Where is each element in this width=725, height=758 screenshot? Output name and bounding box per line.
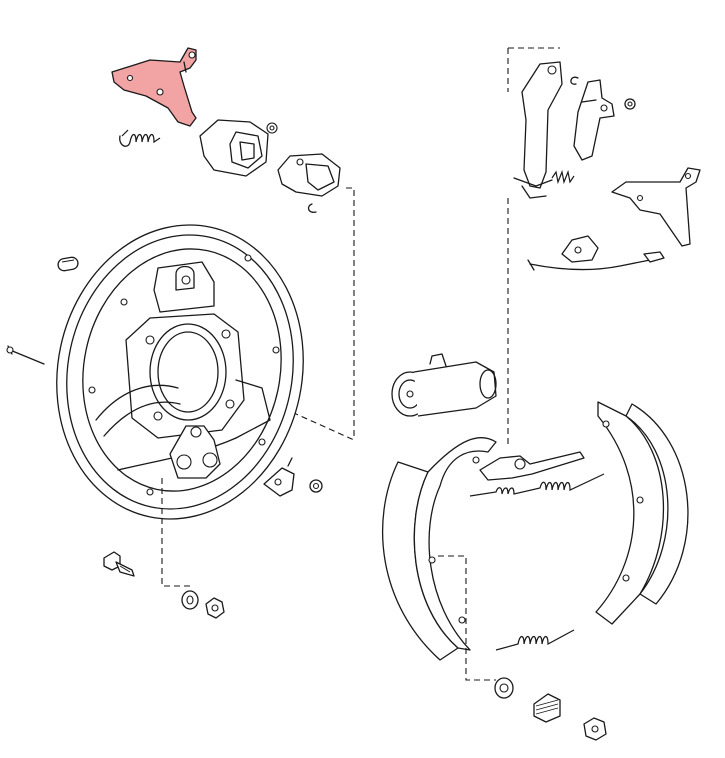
leader-line-shoe [438, 555, 496, 681]
shoe-adjuster [479, 451, 585, 481]
parking-brake-lever[interactable] [111, 47, 197, 127]
adjuster-housing [199, 119, 278, 177]
lever-body [111, 47, 197, 127]
leader-line-plate [255, 395, 355, 441]
lever-washer [624, 98, 636, 110]
lever-pin-hole [188, 51, 196, 59]
brake-shoe-left [381, 436, 497, 661]
shoe-washer [494, 677, 514, 699]
parking-brake-cable [527, 235, 665, 271]
leader-line-wedge [346, 187, 355, 440]
mounting-bolt [103, 551, 135, 577]
leader-line-anchor [161, 478, 192, 587]
small-washer [309, 479, 323, 493]
nut [205, 597, 225, 619]
lower-return-spring [495, 629, 575, 651]
adjuster-clip [263, 457, 295, 497]
hold-down-cup [583, 717, 607, 741]
lever-tab [183, 61, 187, 73]
brake-shoe-right [595, 401, 689, 625]
lever-pivot-hole [156, 88, 164, 96]
hold-down-pin [6, 345, 45, 365]
hub-opening [149, 323, 227, 421]
hold-down-spring [533, 693, 561, 723]
backing-plate [56, 224, 304, 520]
wheel-cylinder [391, 353, 497, 417]
c-clip [570, 76, 579, 85]
return-spring-small [119, 129, 161, 147]
parking-brake-cable-lever [611, 167, 701, 247]
plug-grommet [57, 256, 79, 272]
upper-return-spring [469, 473, 605, 497]
adjusting-lever [573, 79, 615, 161]
lever-cable-hole [126, 74, 134, 82]
small-spring-strut [551, 169, 575, 185]
parking-brake-strut [513, 61, 563, 199]
spring-washer [181, 590, 199, 610]
adjuster-wedge [277, 153, 341, 213]
